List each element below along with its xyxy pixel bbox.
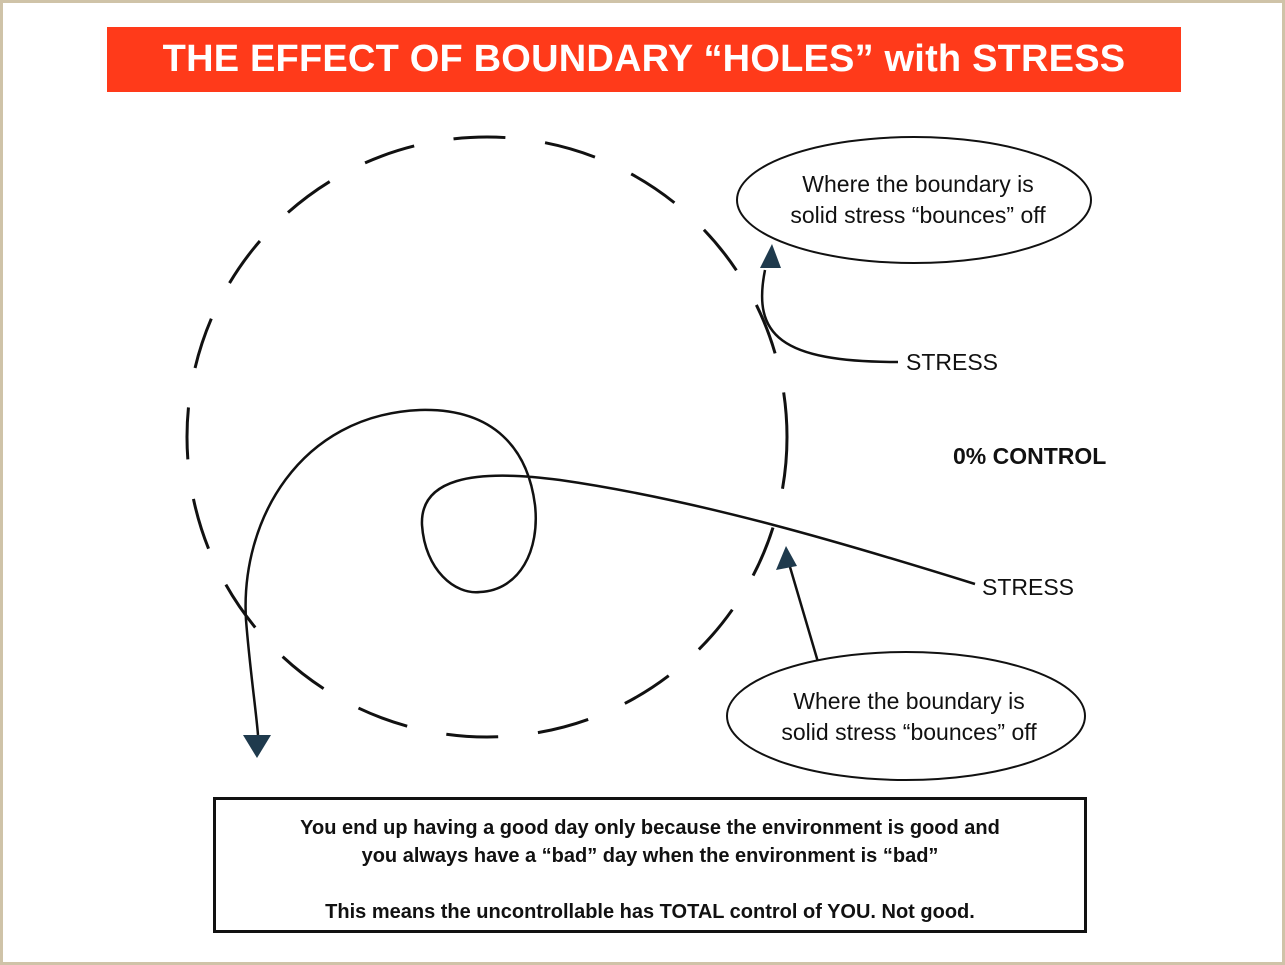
summary-line-2: you always have a “bad” day when the env…	[361, 845, 939, 867]
summary-line-3: This means the uncontrollable has TOTAL …	[325, 901, 975, 923]
lower-stress-arrowhead	[243, 735, 271, 758]
upper-stress-label: STRESS	[906, 349, 998, 375]
top-callout-ellipse	[736, 136, 1092, 264]
upper-stress-path	[760, 269, 899, 364]
bottom-callout-arrowhead	[776, 546, 797, 570]
lower-stress-path	[244, 408, 976, 736]
top-callout-line1: Where the boundary is	[802, 171, 1033, 197]
top-callout-line2: solid stress “bounces” off	[790, 202, 1046, 228]
bottom-callout-ellipse	[726, 651, 1086, 781]
summary-line-1: You end up having a good day only becaus…	[300, 817, 1000, 839]
lower-stress-label: STRESS	[982, 574, 1074, 600]
title-banner: THE EFFECT OF BOUNDARY “HOLES” with STRE…	[107, 27, 1181, 92]
control-label: 0% CONTROL	[953, 443, 1106, 469]
bottom-callout-line1: Where the boundary is	[793, 688, 1024, 714]
summary-box: You end up having a good day only becaus…	[213, 797, 1087, 933]
upper-stress-arrowhead	[760, 244, 781, 268]
summary-gap	[216, 870, 1084, 898]
bottom-callout-line	[788, 566, 820, 663]
bottom-callout-line2: solid stress “bounces” off	[781, 719, 1037, 745]
dashed-boundary-circle	[185, 135, 789, 739]
title-text: THE EFFECT OF BOUNDARY “HOLES” with STRE…	[162, 38, 1126, 80]
